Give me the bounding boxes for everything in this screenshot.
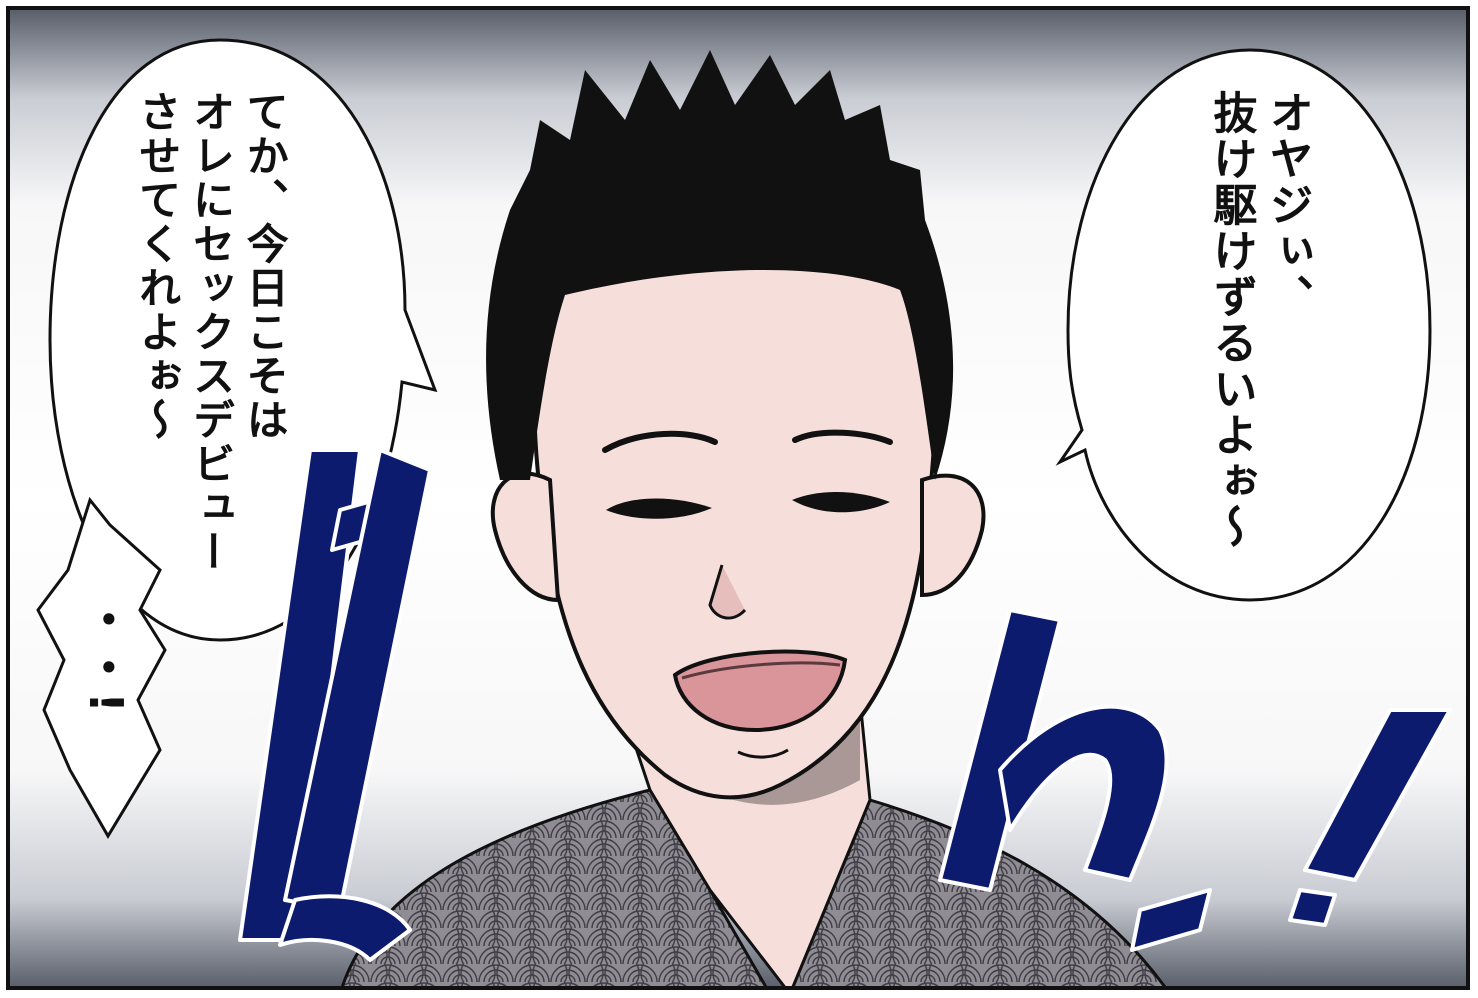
right-eye [792, 491, 890, 513]
left-eye [606, 498, 712, 519]
speech-right-line-2: 抜け駆けずるいよぉ〜 [1205, 90, 1257, 550]
speech-left-line-1: てか、今日こそは [240, 90, 290, 442]
burst-bubble [36, 496, 167, 839]
mouth-teeth-line [681, 661, 841, 680]
speech-bubble-right [1055, 48, 1432, 602]
speech-right-text: オヤジぃ、 抜け駆けずるいよぉ〜 [1202, 90, 1315, 550]
hair [486, 50, 954, 480]
nose [708, 564, 747, 620]
shirt-right [791, 798, 1166, 986]
right-ear [920, 473, 986, 598]
comic-panel: オヤジぃ、 抜け駆けずるいよぉ〜 てか、今日こそは オレにセックスデビュー させ… [6, 6, 1470, 990]
speech-left-text: てか、今日こそは オレにセックスデビュー させてくれよぉ〜 [130, 90, 291, 574]
speech-right-line-1: オヤジぃ、 [1261, 90, 1313, 320]
left-ear [490, 471, 561, 603]
speech-left-line-3: させてくれよぉ〜 [132, 90, 182, 442]
panel-artwork [36, 38, 1452, 986]
speech-left-line-2: オレにセックスデビュー [186, 90, 236, 574]
right-eyebrow [792, 429, 893, 445]
sfx-ban [238, 448, 1452, 962]
burst-text: ・・! [78, 596, 133, 715]
chin-line [737, 748, 789, 759]
left-eyebrow [602, 430, 718, 453]
